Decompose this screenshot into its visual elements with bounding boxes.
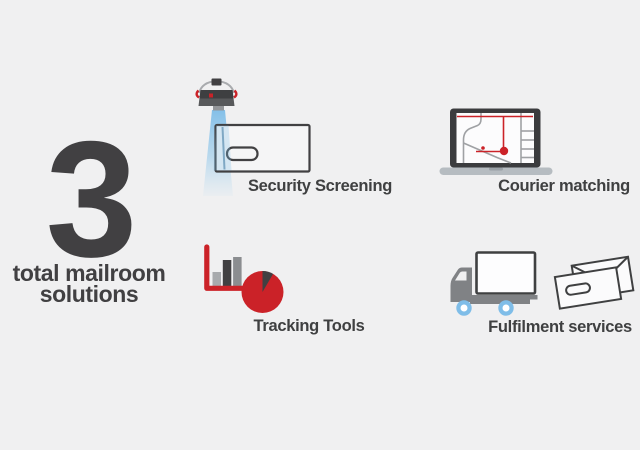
scan-line bbox=[221, 126, 226, 170]
laptop-map-icon bbox=[439, 108, 553, 175]
map-route bbox=[457, 115, 533, 153]
laptop-base-notch bbox=[489, 167, 503, 171]
item-label-courier-matching: Courier matching bbox=[498, 177, 630, 195]
truck-cargo-box bbox=[475, 251, 537, 295]
scanner-red-light bbox=[209, 93, 213, 98]
item-label-fulfilment-services: Fulfilment services bbox=[488, 318, 632, 336]
truck-wheel-front bbox=[456, 300, 472, 316]
item-label-tracking-tools: Tracking Tools bbox=[253, 317, 365, 335]
scanner-hook-left bbox=[195, 89, 200, 99]
map-destination-marker bbox=[499, 146, 509, 156]
scanner-nozzle bbox=[213, 106, 224, 111]
truck-chassis bbox=[470, 295, 538, 304]
stat-label-line2: solutions bbox=[39, 281, 139, 307]
map-origin-dot bbox=[481, 146, 485, 150]
envelope-window bbox=[225, 146, 259, 162]
pie-slice bbox=[262, 271, 274, 292]
bar-2 bbox=[222, 260, 232, 287]
envelope-front bbox=[553, 266, 623, 310]
scanner-body-band bbox=[199, 90, 234, 99]
truck-cab-window bbox=[455, 271, 467, 281]
laptop-screen bbox=[456, 113, 534, 163]
map-roads bbox=[462, 113, 534, 164]
item-label-security-screening: Security Screening bbox=[247, 177, 393, 195]
truck-cab bbox=[450, 267, 472, 302]
laptop-base bbox=[439, 167, 553, 175]
truck-wheel-rear bbox=[498, 300, 514, 316]
scanner-top-knob bbox=[211, 78, 222, 86]
bar-pie-chart-icon bbox=[204, 244, 284, 313]
stat-label-line1: total mailroom bbox=[12, 260, 166, 286]
stat-label: total mailroom solutions bbox=[2, 260, 176, 307]
scanner-hook-right bbox=[233, 89, 238, 99]
bar-chart-bars bbox=[212, 257, 242, 287]
chart-axes bbox=[204, 244, 249, 291]
stat-number: 3 bbox=[45, 107, 138, 291]
scanner-envelope-icon bbox=[195, 78, 311, 196]
bar-3 bbox=[233, 257, 242, 287]
bar-1 bbox=[212, 272, 221, 287]
truck-envelopes-icon bbox=[450, 251, 635, 316]
